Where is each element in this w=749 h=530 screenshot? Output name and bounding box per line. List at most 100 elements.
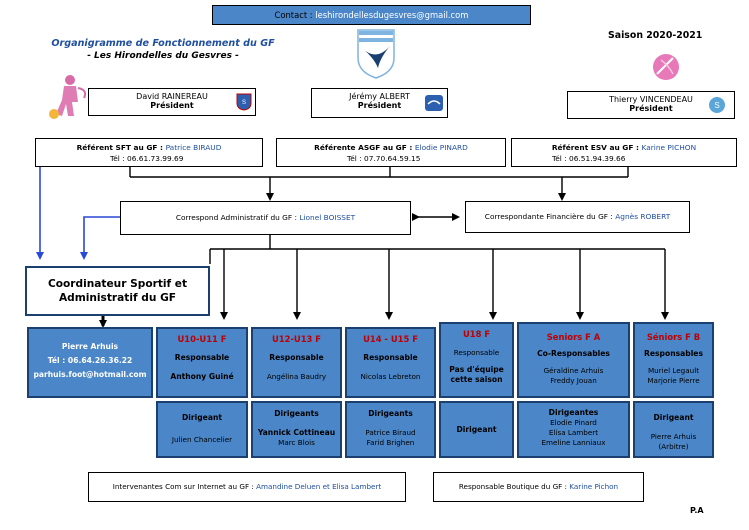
staff-role: Dirigeant bbox=[653, 413, 694, 422]
staff-role: Dirigeant bbox=[456, 425, 497, 434]
team-title: U14 - U15 F bbox=[363, 334, 418, 344]
staff-role: Dirigeants bbox=[274, 409, 319, 418]
finance-correspondent-box: Correspondante Financière du GF : Agnès … bbox=[465, 201, 690, 233]
team-title: U10-U11 F bbox=[177, 334, 227, 344]
referent-3-tel: Tél : 06.51.94.39.66 bbox=[552, 154, 626, 163]
coordinator-title-line-2: Administratif du GF bbox=[58, 292, 177, 304]
team-title: U18 F bbox=[462, 329, 491, 339]
team-box-u12-u13: U12-U13 F Responsable Angélina Baudry bbox=[251, 327, 342, 398]
president-box-1: David RAINEREAU Président S bbox=[88, 88, 256, 116]
referent-1-label: Référent SFT au GF : bbox=[76, 143, 166, 152]
staff-box-u12-u13: Dirigeants Yannick Cottineau Marc Blois bbox=[251, 401, 342, 458]
coordinator-info-box: Pierre Arhuis Tél : 06.64.26.36.22 parhu… bbox=[27, 327, 153, 398]
president-box-2: Jérémy ALBERT Président bbox=[311, 88, 448, 118]
referent-3-name: Karine PICHON bbox=[641, 143, 697, 152]
staff-person: Emeline Lanniaux bbox=[541, 438, 606, 447]
staff-role: Dirigeants bbox=[368, 409, 413, 418]
president-2-role: Président bbox=[357, 101, 402, 110]
finance-name: Agnès ROBERT bbox=[615, 212, 671, 221]
team-person: Pas d'équipe bbox=[449, 365, 504, 374]
staff-person: Yannick Cottineau bbox=[257, 428, 336, 437]
team-title: Séniors F B bbox=[646, 332, 701, 342]
staff-person: Patrice Biraud bbox=[365, 428, 416, 437]
staff-role: Dirigeantes bbox=[548, 408, 599, 417]
president-3-role: Président bbox=[629, 104, 673, 113]
team-person: Angélina Baudry bbox=[266, 372, 327, 381]
svg-text:S: S bbox=[242, 100, 246, 106]
staff-box-u10-u11: Dirigeant Julien Chancelier bbox=[156, 401, 248, 458]
president-box-3: Thierry VINCENDEAU Président S bbox=[567, 91, 735, 119]
team-role: Responsable bbox=[453, 348, 500, 357]
team-role: Co-Responsables bbox=[537, 349, 610, 358]
team-role: Responsable bbox=[269, 353, 324, 362]
referent-2-name: Elodie PINARD bbox=[414, 143, 468, 152]
team-box-u18: U18 F Responsable Pas d'équipe cette sai… bbox=[439, 322, 514, 398]
team-role: Responsables bbox=[644, 349, 703, 358]
contact-email[interactable]: leshirondellesdugesvres@gmail.com bbox=[315, 10, 469, 20]
referent-box-2: Référente ASGF au GF : Elodie PINARD Tél… bbox=[276, 138, 506, 167]
referent-1-name: Patrice BIRAUD bbox=[165, 143, 222, 152]
coordinator-email[interactable]: parhuis.foot@hotmail.com bbox=[33, 370, 147, 379]
team-title: Seniors F A bbox=[546, 332, 601, 342]
staff-box-seniors-b: Dirigeant Pierre Arhuis (Arbitre) bbox=[633, 401, 714, 458]
admin-label: Correspond Administratif du GF : bbox=[175, 213, 300, 222]
staff-person: Elisa Lambert bbox=[548, 428, 599, 437]
team-person: Marjorie Pierre bbox=[647, 376, 700, 385]
esv-club-icon: S bbox=[709, 97, 725, 113]
internet-names: Amandine Deluen et Elisa Lambert bbox=[256, 482, 382, 491]
staff-box-u18: Dirigeant bbox=[439, 401, 514, 458]
coordinator-title-box: Coordinateur Sportif et Administratif du… bbox=[25, 266, 210, 316]
president-1-name: David RAINEREAU bbox=[136, 92, 208, 101]
team-person: Géraldine Arhuis bbox=[543, 366, 604, 375]
shop-box: Responsable Boutique du GF : Karine Pich… bbox=[433, 472, 644, 502]
club-crest-logo bbox=[357, 29, 395, 79]
finance-label: Correspondante Financière du GF : bbox=[484, 212, 616, 221]
coordinator-title-line-1: Coordinateur Sportif et bbox=[47, 278, 188, 290]
staff-person: Julien Chancelier bbox=[171, 435, 233, 444]
season-label: Saison 2020-2021 bbox=[608, 30, 703, 41]
team-title: U12-U13 F bbox=[271, 334, 322, 344]
signature-initials: P.A bbox=[690, 506, 704, 515]
team-box-seniors-a: Seniors F A Co-Responsables Géraldine Ar… bbox=[517, 322, 630, 398]
staff-box-u14-u15: Dirigeants Patrice Biraud Farid Brighen bbox=[345, 401, 436, 458]
coordinator-tel: Tél : 06.64.26.36.22 bbox=[47, 356, 133, 365]
admin-name: Lionel BOISSET bbox=[299, 213, 356, 222]
svg-text:S: S bbox=[714, 101, 719, 110]
page-title: Organigramme de Fonctionnement du GF - L… bbox=[48, 37, 278, 63]
player-logo bbox=[49, 75, 87, 119]
coordinator-name: Pierre Arhuis bbox=[61, 342, 119, 351]
contact-banner: Contact : leshirondellesdugesvres@gmail.… bbox=[212, 5, 531, 25]
staff-person: Pierre Arhuis bbox=[650, 432, 697, 441]
referent-2-label: Référente ASGF au GF : bbox=[314, 143, 415, 152]
arrow-blue-right bbox=[80, 216, 120, 260]
internet-label: Intervenantes Com sur Internet au GF : bbox=[112, 482, 257, 491]
team-role: Responsable bbox=[174, 353, 230, 362]
staff-person: (Arbitre) bbox=[658, 442, 689, 451]
sft-club-icon: S bbox=[236, 93, 252, 111]
team-role: Responsable bbox=[363, 353, 418, 362]
shop-name: Karine Pichon bbox=[569, 482, 619, 491]
asgf-club-icon bbox=[425, 95, 443, 111]
team-person: cette saison bbox=[450, 375, 503, 384]
president-2-name: Jérémy ALBERT bbox=[349, 92, 410, 101]
team-person: Nicolas Lebreton bbox=[360, 372, 421, 381]
referent-1-tel: Tél : 06.61.73.99.69 bbox=[110, 154, 184, 163]
admin-correspondent-box: Correspond Administratif du GF : Lionel … bbox=[120, 201, 411, 235]
president-1-role: Président bbox=[150, 101, 194, 110]
staff-role: Dirigeant bbox=[181, 413, 222, 422]
staff-person: Farid Brighen bbox=[366, 438, 415, 447]
president-3-name: Thierry VINCENDEAU bbox=[609, 95, 693, 104]
team-person: Muriel Legault bbox=[647, 366, 700, 375]
contact-label: Contact : bbox=[274, 10, 316, 20]
referent-2-tel: Tél : 07.70.64.59.15 bbox=[347, 154, 421, 163]
pink-ball-logo bbox=[653, 54, 679, 80]
team-person: Freddy Jouan bbox=[550, 376, 597, 385]
staff-person: Marc Blois bbox=[278, 438, 315, 447]
title-line-1: Organigramme de Fonctionnement du GF bbox=[51, 38, 275, 49]
shop-label: Responsable Boutique du GF : bbox=[458, 482, 570, 491]
team-box-seniors-b: Séniors F B Responsables Muriel Legault … bbox=[633, 322, 714, 398]
team-box-u10-u11: U10-U11 F Responsable Anthony Guiné bbox=[156, 327, 248, 398]
internet-com-box: Intervenantes Com sur Internet au GF : A… bbox=[88, 472, 406, 502]
title-line-2: - Les Hirondelles du Gesvres - bbox=[87, 51, 239, 61]
